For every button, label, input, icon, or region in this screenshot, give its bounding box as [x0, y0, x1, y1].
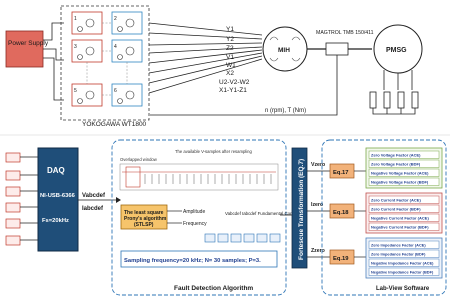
meter-channel-2-label: 2: [114, 16, 117, 22]
sampling-note: Sampling frequency=20 kHz; N= 30 samples…: [124, 258, 261, 264]
daq-model: NI-USB-6366: [40, 193, 76, 199]
voltage-factor-row: [368, 177, 440, 186]
daq-rate: Fs=20kHz: [42, 218, 69, 224]
z-zero-label: Zzero: [311, 248, 325, 254]
lsp-block: [120, 204, 168, 230]
torque-meter-label: MAGTROL TMB 150/411: [316, 30, 374, 36]
motor-mih: MIH: [262, 26, 308, 72]
current-factor-3: Negative Current Factor (BDF): [371, 225, 429, 230]
voltage-factor-2: Negative Voltage Factor (ACE): [371, 171, 429, 176]
power-meter-frame: [60, 5, 150, 121]
load-resistors: [369, 70, 419, 115]
voltage-factor-3: Negative Voltage Factor (BDF): [371, 180, 429, 185]
voltage-factor-row: [368, 168, 440, 177]
voltage-factor-1: Zero Voltage Factor (BDF): [371, 162, 421, 167]
fault-detection-frame: [111, 139, 287, 296]
lsp-title-line3: (STLSP): [134, 222, 154, 228]
harmonic-boxes: [204, 233, 281, 243]
current-factor-0: Zero Current Factor (ACE): [371, 198, 421, 203]
sample-ticks: [144, 174, 272, 184]
current-input-label: Iabcdef: [82, 206, 104, 212]
motor-label: MIH: [278, 47, 290, 54]
available-samples-label: The available V-samples after resampling: [175, 149, 252, 154]
line-label-y1: Y1: [226, 26, 234, 33]
overlapped-window-label: Overlapped window: [120, 157, 158, 162]
voltage-factor-0: Zero Voltage Factor (ACE): [371, 153, 421, 158]
power-meter-label: YOKOGAWA WT1800: [82, 121, 147, 128]
line-label-v1: V1: [226, 54, 234, 61]
voltage-factor-row: [368, 150, 440, 159]
current-factor-1: Zero Current Factor (BDF): [371, 207, 421, 212]
fault-detection-label: Fault Detection Algorithm: [174, 285, 253, 292]
power-supply-label: Power Supply: [8, 40, 49, 47]
eq19-label: Eq.19: [333, 256, 349, 262]
fortescue-label: Fortescue Transformation (EQ.7): [298, 159, 305, 260]
impedance-factor-0: Zero Impedance Factor (ACE): [371, 243, 426, 248]
fundamental-label: Vabcdef Iabcdef Fundamental Component: [225, 211, 308, 216]
impedance-factor-row: [368, 240, 440, 249]
v-zero-label: Vzero: [311, 162, 325, 168]
motor-feed-lines: [148, 22, 263, 94]
current-factor-row: [368, 213, 440, 222]
labview-frame: [321, 139, 447, 296]
impedance-factor-3: Negative Impedance Factor (BDF): [371, 270, 434, 275]
meter-channel-3-label: 3: [74, 44, 77, 50]
meter-channel-5-label: 5: [74, 88, 77, 94]
sample-window-box: [125, 166, 141, 188]
sensor-inputs: [5, 152, 21, 246]
torque-meter-box: [325, 42, 349, 56]
meter-channel-1-label: 1: [74, 16, 77, 22]
impedance-factor-2: Negative Impedance Factor (ACE): [371, 261, 434, 266]
generator-label: PMSG: [386, 47, 407, 54]
line-label-xyz1: X1-Y1-Z1: [219, 87, 247, 94]
daq-title: DAQ: [47, 166, 65, 175]
meter-channel-6-label: 6: [114, 88, 117, 94]
current-factor-2: Negative Current Factor (ACE): [371, 216, 429, 221]
meter-channels: 1 2 3 4 5 6: [71, 11, 143, 107]
line-label-z2: Z2: [226, 45, 234, 52]
eq18-label: Eq.18: [333, 210, 349, 216]
voltage-input-label: Vabcdef: [82, 193, 106, 199]
current-factor-row: [368, 204, 440, 213]
lsp-title-line2: Prony's algorithm: [124, 216, 167, 222]
labview-label: Lab-View Software: [376, 286, 430, 292]
speed-torque-label: n (rpm), T (Nm): [265, 108, 306, 114]
speed-torque-line: [150, 55, 338, 116]
line-label-x2: X2: [226, 70, 234, 77]
impedance-factor-row: [368, 267, 440, 276]
eq17-label: Eq.17: [333, 170, 348, 176]
line-label-uvw2: U2-V2-W2: [219, 79, 250, 86]
input-arrow-head: [116, 197, 121, 203]
current-factor-row: [368, 195, 440, 204]
i-zero-label: Izero: [311, 202, 323, 208]
impedance-factor-row: [368, 249, 440, 258]
voltage-factor-row: [368, 159, 440, 168]
current-factor-row: [368, 222, 440, 231]
meter-channel-4-label: 4: [114, 44, 117, 50]
generator-pmsg: PMSG: [373, 24, 423, 74]
supply-lines: [43, 22, 64, 101]
sampling-note-box: [120, 250, 278, 268]
waveform-window: [119, 163, 279, 191]
lsp-title-line1: The least square: [124, 210, 164, 216]
amplitude-label: Amplitude: [183, 209, 205, 215]
impedance-factor-row: [368, 258, 440, 267]
fortescue-block: [291, 147, 308, 269]
daq-block: [37, 147, 79, 252]
frequency-label: Frequency: [183, 221, 207, 227]
line-label-w1: W1: [226, 62, 236, 69]
power-supply-box: [5, 30, 44, 68]
impedance-factor-1: Zero Impedance Factor (BDF): [371, 252, 426, 257]
line-label-y2: Y2: [226, 36, 234, 43]
meter-channel-2: [111, 11, 143, 35]
